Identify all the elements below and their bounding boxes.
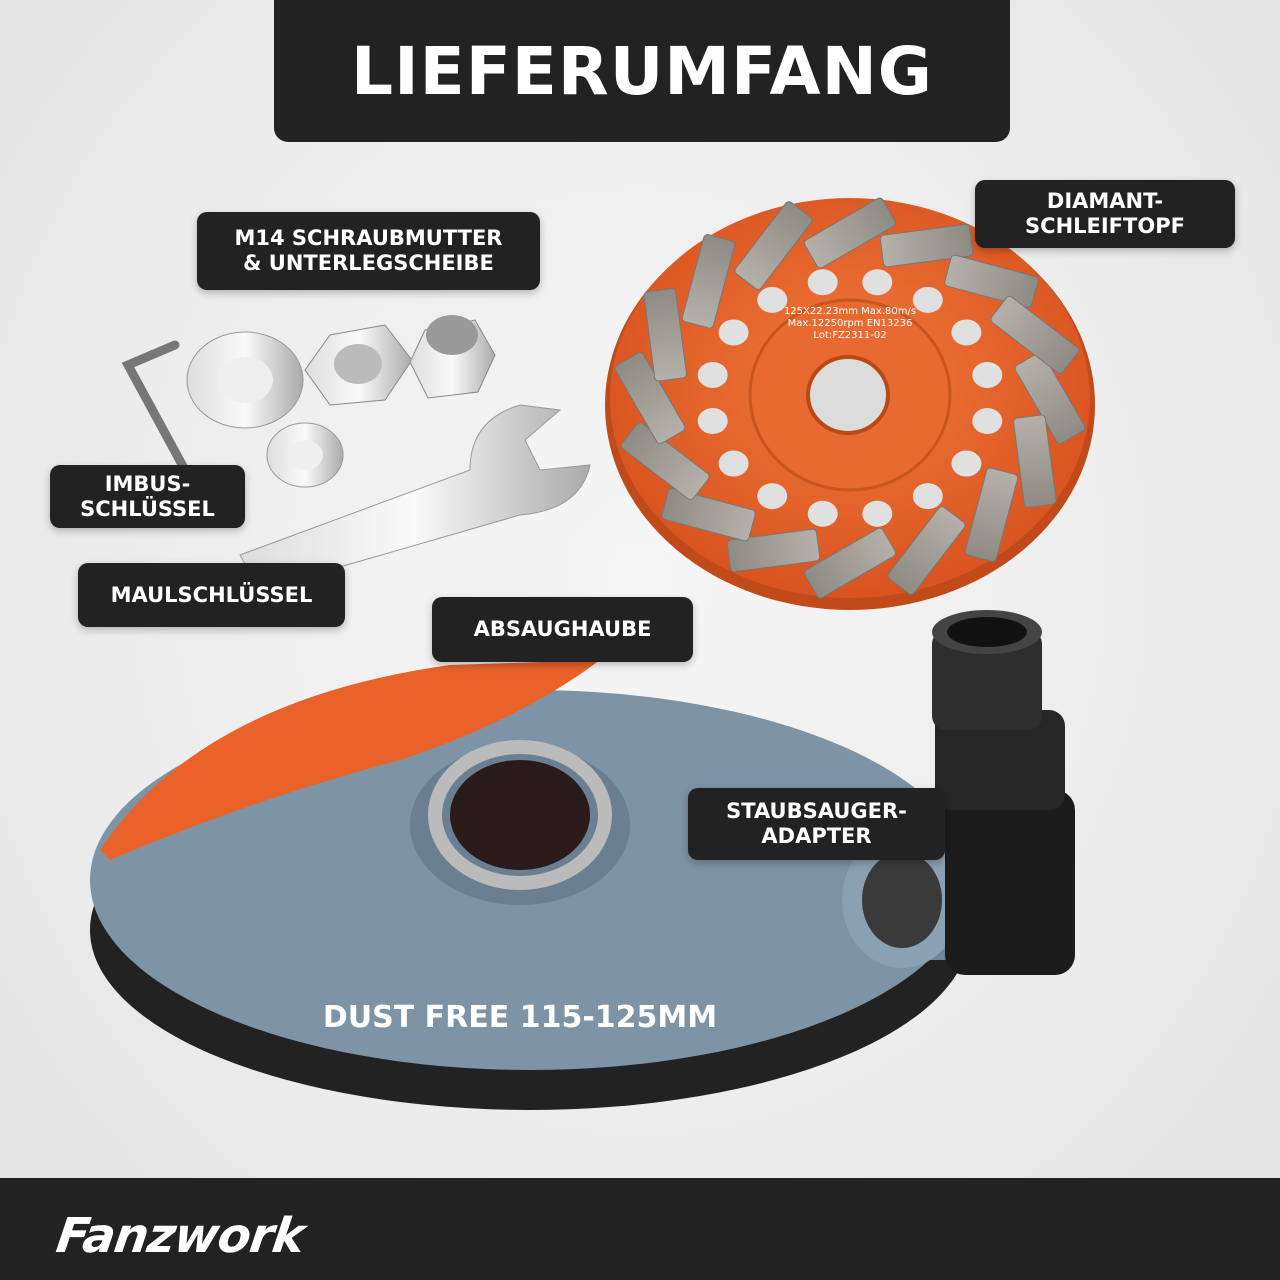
cooling-hole bbox=[912, 483, 943, 510]
cooling-hole bbox=[697, 408, 728, 435]
cooling-hole bbox=[972, 361, 1003, 388]
label-dust-hood: ABSAUGHAUBE bbox=[432, 597, 693, 662]
diamond-segment bbox=[803, 527, 897, 599]
cooling-hole bbox=[697, 361, 728, 388]
cooling-hole bbox=[951, 319, 982, 346]
label-line: ADAPTER bbox=[761, 824, 872, 848]
allen-key bbox=[121, 340, 190, 475]
page-title: LIEFERUMFANG bbox=[351, 32, 933, 110]
brand-logo: Fanzwork bbox=[53, 1208, 308, 1264]
label-line: & UNTERLEGSCHEIBE bbox=[243, 251, 494, 275]
cooling-hole bbox=[807, 500, 838, 527]
label-line: M14 SCHRAUBMUTTER bbox=[234, 226, 503, 250]
diamond-segments bbox=[614, 197, 1086, 599]
diamond-segment bbox=[1014, 351, 1086, 445]
diamond-cup-wheel bbox=[605, 197, 1095, 610]
label-diamond-cup: DIAMANT-SCHLEIFTOPF bbox=[975, 180, 1235, 248]
diamond-segment bbox=[964, 467, 1019, 562]
label-nut-washer: M14 SCHRAUBMUTTER& UNTERLEGSCHEIBE bbox=[197, 212, 540, 290]
diamond-segment bbox=[681, 234, 736, 329]
disc-print: 125X22.23mm Max.80m/s Max.12250rpm EN132… bbox=[783, 306, 917, 341]
label-line: STAUBSAUGER- bbox=[726, 799, 907, 823]
diamond-segment bbox=[726, 528, 821, 573]
cooling-hole bbox=[757, 483, 788, 510]
diamond-segment bbox=[661, 487, 756, 542]
diamond-segment bbox=[879, 223, 974, 268]
diamond-segment bbox=[734, 201, 813, 290]
cooling-hole bbox=[757, 286, 788, 313]
label-line: ABSAUGHAUBE bbox=[473, 617, 652, 641]
cooling-hole bbox=[951, 450, 982, 477]
cooling-hole bbox=[862, 269, 893, 296]
vacuum-adapter bbox=[932, 610, 1075, 975]
title-banner: LIEFERUMFANG bbox=[274, 0, 1010, 142]
label-line: IMBUS- bbox=[104, 471, 191, 496]
label-wrench: MAULSCHLÜSSEL bbox=[78, 563, 345, 627]
diamond-segment bbox=[643, 288, 687, 382]
footer-bar: Fanzwork bbox=[0, 1178, 1280, 1280]
cooling-hole bbox=[807, 269, 838, 296]
open-end-wrench bbox=[239, 404, 591, 591]
cooling-hole bbox=[718, 450, 749, 477]
label-line: SCHLEIFTOPF bbox=[1025, 214, 1185, 238]
label-line: DIAMANT- bbox=[1046, 189, 1164, 213]
diamond-segment bbox=[803, 197, 897, 269]
cooling-hole bbox=[912, 286, 943, 313]
diamond-segment bbox=[944, 254, 1039, 309]
diamond-segment bbox=[887, 506, 966, 595]
label-line: SCHLÜSSEL bbox=[80, 496, 215, 521]
label-line: MAULSCHLÜSSEL bbox=[110, 582, 313, 607]
cooling-hole bbox=[972, 408, 1003, 435]
label-vacuum-adapter: STAUBSAUGER-ADAPTER bbox=[688, 788, 945, 860]
diamond-segment bbox=[614, 351, 686, 445]
hood-print: DUST FREE 115-125MM bbox=[322, 1000, 718, 1035]
cooling-hole bbox=[718, 319, 749, 346]
label-allen-key: IMBUS-SCHLÜSSEL bbox=[50, 465, 245, 528]
cooling-hole bbox=[862, 500, 893, 527]
diamond-segment bbox=[620, 422, 710, 501]
dust-hood bbox=[90, 660, 995, 1110]
diamond-segment bbox=[990, 295, 1080, 374]
diamond-segment bbox=[1013, 414, 1057, 508]
